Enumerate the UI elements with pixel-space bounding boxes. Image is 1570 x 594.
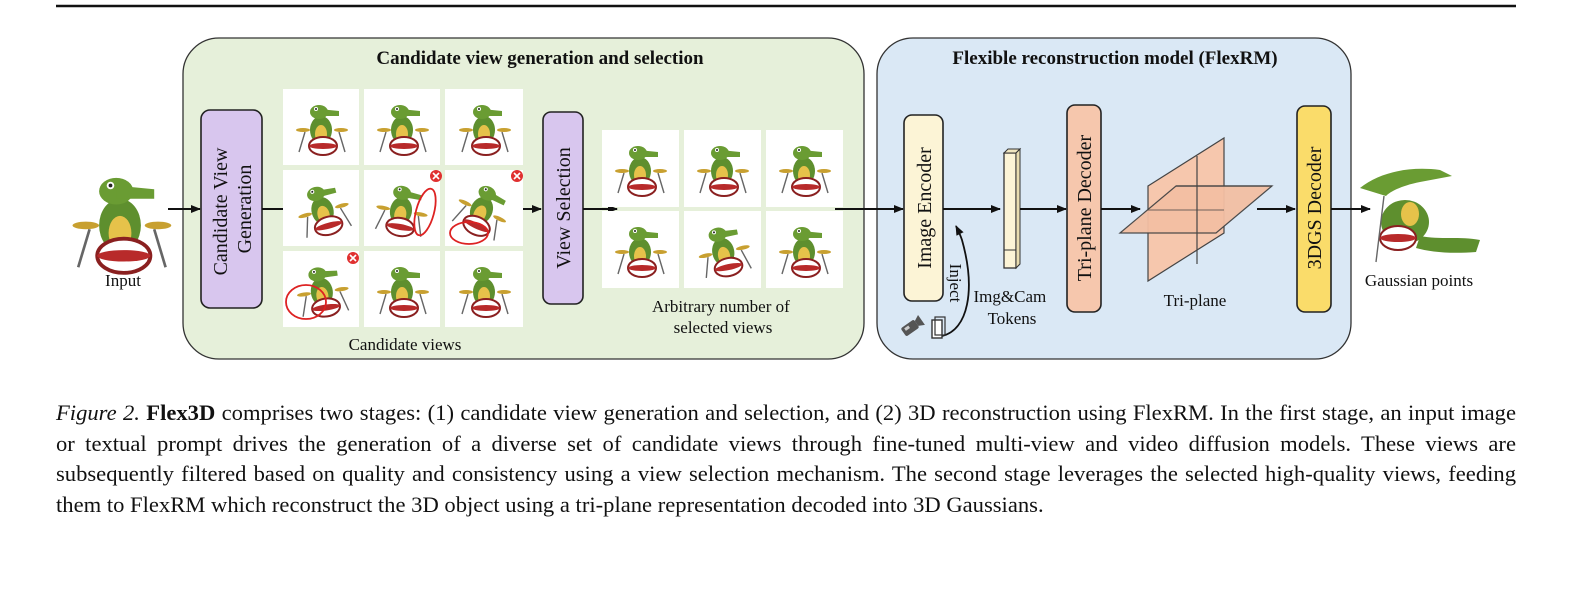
reject-x-icon xyxy=(430,170,442,182)
gs-decoder-label: 3DGS Decoder xyxy=(1304,146,1326,269)
image-encoder-label: Image Encoder xyxy=(914,147,936,269)
inject-label: Inject xyxy=(946,264,965,303)
defect-circle xyxy=(285,284,327,320)
stage1-title: Candidate view generation and selection xyxy=(376,48,704,69)
caption-figure-label: Figure 2. xyxy=(56,400,140,425)
generation-label-line1: Candidate View xyxy=(210,147,232,275)
caption-model-name: Flex3D xyxy=(146,400,216,425)
stage2-title: Flexible reconstruction model (FlexRM) xyxy=(952,48,1277,69)
svg-text:Candidate View Generation: Candidate View Generation xyxy=(210,143,256,276)
selected-views-grid xyxy=(602,130,843,288)
pipeline-diagram: Candidate view generation and selection … xyxy=(56,4,1516,360)
tokens-label-line2: Tokens xyxy=(988,309,1037,328)
triplane-decoder-label: Tri-plane Decoder xyxy=(1074,134,1096,281)
view-selection-label: View Selection xyxy=(553,147,575,269)
reject-x-icon xyxy=(511,170,523,182)
defect-circle xyxy=(449,221,489,245)
caption-text: comprises two stages: (1) candidate view… xyxy=(56,400,1516,517)
figure-caption: Figure 2. Flex3D comprises two stages: (… xyxy=(56,398,1516,520)
image-frame-icon xyxy=(931,316,946,339)
input-image xyxy=(70,175,174,275)
svg-text:Img&Cam Tokens: Img&Cam Tokens xyxy=(974,287,1051,328)
selected-views-label-line1: Arbitrary number of xyxy=(652,297,790,316)
tokens-label-line1: Img&Cam xyxy=(974,287,1047,306)
svg-text:Arbitrary number of select: Arbitrary number of selected views xyxy=(652,297,794,337)
triplane-label: Tri-plane xyxy=(1164,291,1227,310)
selected-views-label-line2: selected views xyxy=(674,318,773,337)
output-label: Gaussian points xyxy=(1365,271,1473,290)
input-label: Input xyxy=(105,271,141,290)
output-image xyxy=(1360,168,1480,263)
inject-arrow xyxy=(941,225,970,337)
reject-x-icon xyxy=(347,252,359,264)
camera-icon xyxy=(901,315,925,336)
candidate-views-label: Candidate views xyxy=(349,335,462,354)
tokens-stack xyxy=(1002,147,1022,270)
stage2-panel xyxy=(876,37,1352,360)
triplane-shape xyxy=(1118,136,1274,283)
defect-circle xyxy=(413,187,437,237)
candidate-views-grid xyxy=(283,89,523,327)
generation-label-line2: Generation xyxy=(234,165,256,254)
